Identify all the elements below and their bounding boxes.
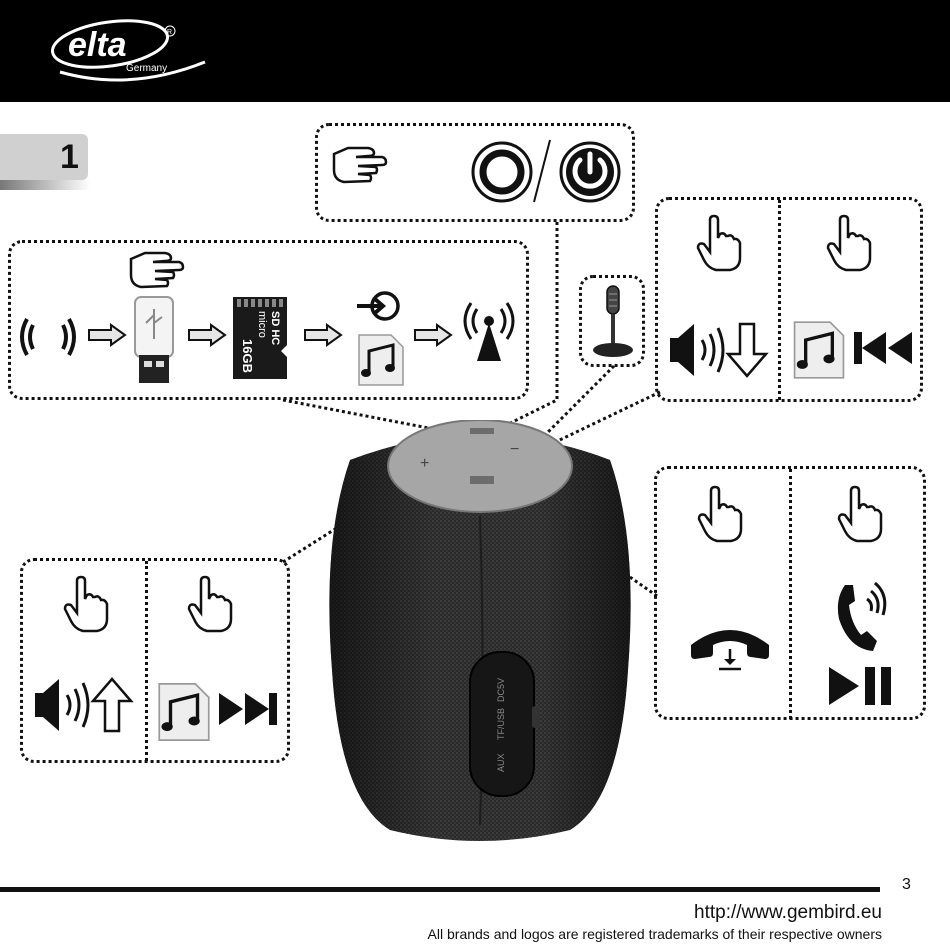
power-icon [558,140,622,204]
page-number: 3 [902,876,911,894]
music-note-icon [357,333,405,387]
tap-hand-icon [826,214,874,272]
logo-registered: R [167,29,172,36]
aux-input-icon [355,289,403,323]
footer-divider [0,887,880,892]
speaker-mode-button[interactable] [470,476,494,484]
fm-antenna-icon [457,295,521,365]
sd-capacity-label: 16GB [240,339,255,373]
previous-track-icon [852,328,916,368]
music-note-icon [792,320,846,380]
arrow-right-icon [87,323,127,347]
speaker-plus-button[interactable]: + [420,455,429,472]
pointing-hand-icon [330,140,386,186]
mode-box: micro SD HC 16GB [8,240,529,400]
speaker-image: + − AUX TF/USB DC5V [320,420,640,845]
elta-logo: elta Germany R [40,10,220,90]
circle-icon [470,140,534,204]
logo-text: elta [68,26,127,64]
tap-hand-icon [187,575,235,633]
speaker-minus-button[interactable]: − [510,441,519,458]
website-link[interactable]: http://www.gembird.eu [694,902,882,924]
power-box [315,123,635,222]
sd-type-label: SD HC [269,311,281,345]
phone-ring-icon [831,579,895,659]
microsd-card-icon: micro SD HC 16GB [229,295,291,381]
arrow-right-icon [303,323,343,347]
volume-up-next-box [20,558,290,763]
pointing-hand-icon [127,245,183,291]
hang-up-icon [687,621,773,673]
tap-hand-icon [837,485,885,543]
tap-hand-icon [696,214,744,272]
slash-divider [532,138,552,204]
arrow-right-icon [413,323,453,347]
usb-drive-icon [131,295,177,385]
arrow-right-icon [187,323,227,347]
section-number: 1 [60,138,79,177]
volume-up-icon [33,675,137,735]
port-tfusb-label: TF/USB [496,708,506,740]
sd-brand-label: micro [256,311,268,338]
logo-sub: Germany [126,63,167,74]
section-tab: 1 [0,134,90,190]
trademark-notice: All brands and logos are registered trad… [428,926,882,942]
microphone-box [579,275,645,367]
call-play-box [654,466,926,720]
speaker-power-button[interactable] [470,428,494,434]
next-track-icon [215,689,279,729]
port-aux-label: AUX [496,753,506,772]
port-dc5v-label: DC5V [496,678,506,702]
tap-hand-icon [63,575,111,633]
tap-hand-icon [697,485,745,543]
microphone-icon [590,284,636,360]
music-note-icon [157,681,211,743]
header-bar: elta Germany R [0,0,950,102]
volume-down-previous-box [655,197,923,402]
play-pause-icon [827,663,897,709]
bluetooth-icon [15,315,85,359]
volume-down-icon [668,320,772,380]
